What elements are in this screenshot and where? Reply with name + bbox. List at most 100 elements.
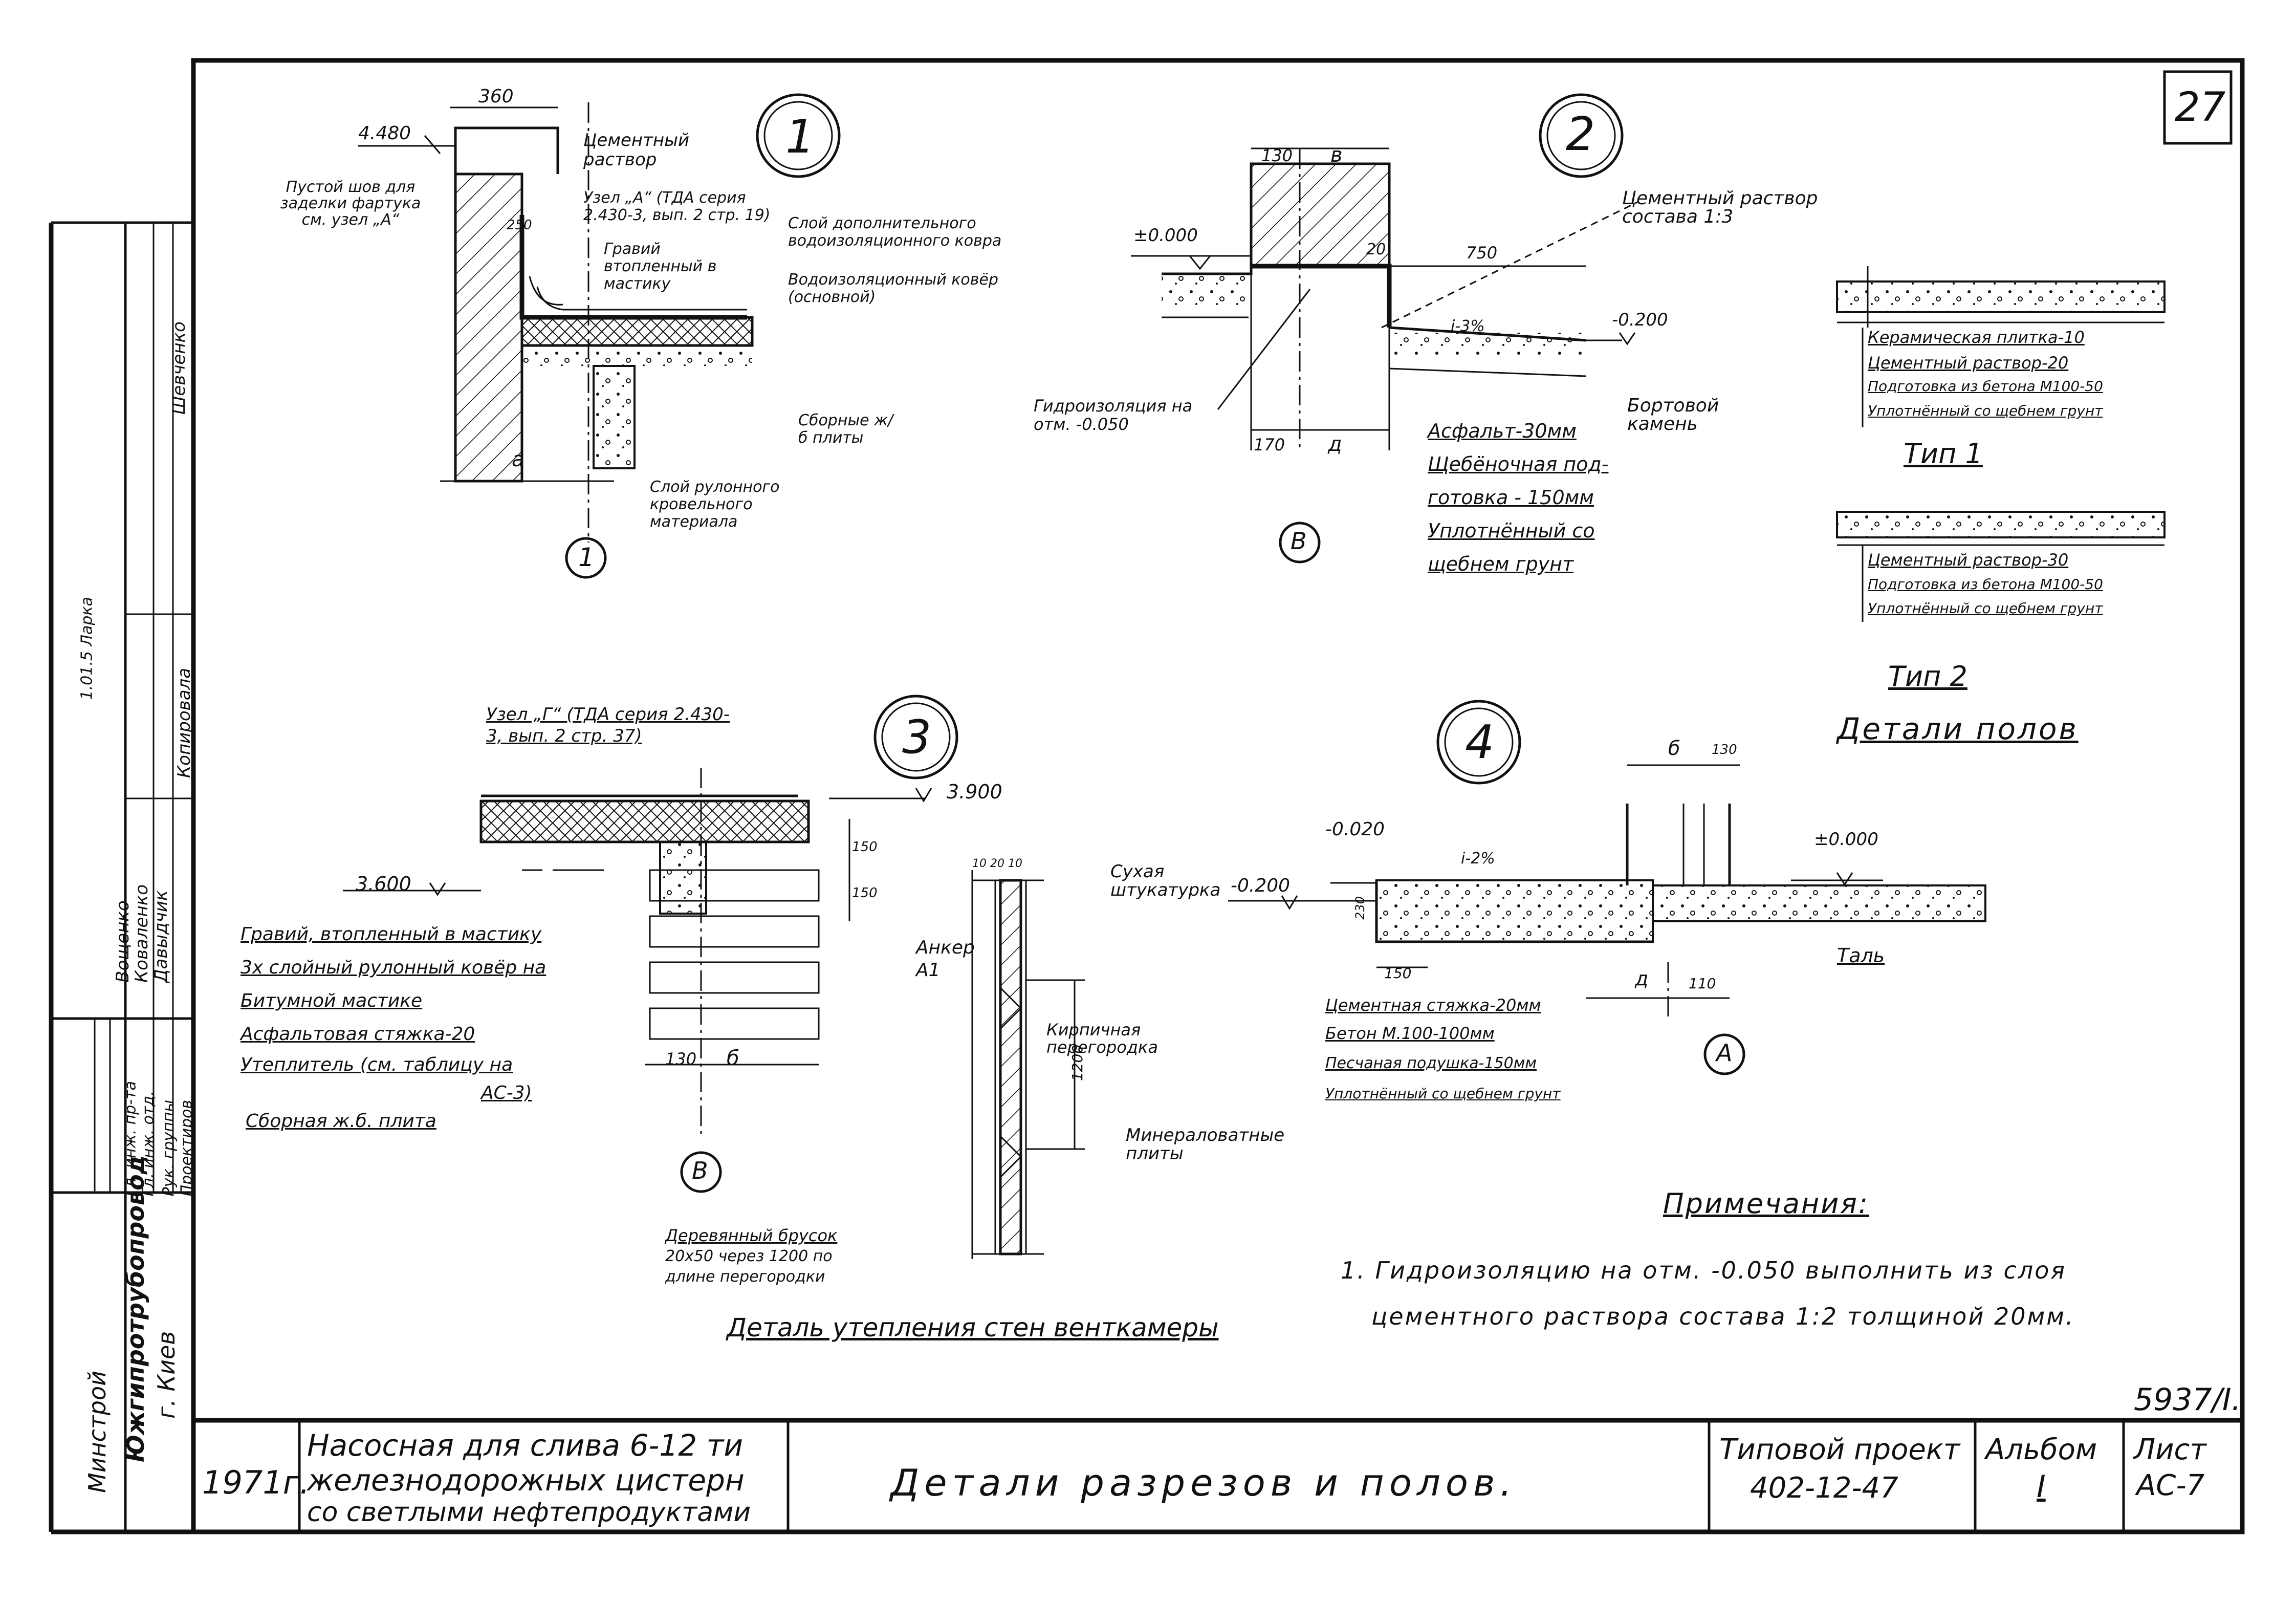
stamp-role-3: Рук. группы bbox=[160, 1099, 178, 1197]
notes-line-2: цементного раствора состава 1:2 толщиной… bbox=[1371, 1303, 2075, 1330]
wall-label-plaster: Сухая штукатурка bbox=[1110, 861, 1221, 900]
detail-3-dim-b: б bbox=[727, 1047, 739, 1070]
floor-type2-label: Тип 2 bbox=[1888, 660, 1967, 692]
detail-3-elev-low: 3.600 bbox=[356, 873, 411, 895]
detail-4-dim-d: д bbox=[1635, 967, 1649, 990]
detail-3-layer-5: Утеплитель (см. таблицу на bbox=[240, 1054, 513, 1075]
wall-label-bar-3: длине перегородки bbox=[665, 1268, 825, 1286]
floor-type1-layer-2: Цементный раствор-20 bbox=[1868, 353, 2069, 373]
detail-2-circle bbox=[1539, 93, 1624, 178]
wall-label-partition: Кирпичная перегородка bbox=[1046, 1020, 1158, 1057]
detail-3-layer-2: 3х слойный рулонный ковёр на bbox=[240, 957, 546, 978]
wall-label-mineral: Минераловатные плиты bbox=[1126, 1125, 1285, 1164]
floor-type1-layer-4: Уплотнённый со щебнем грунт bbox=[1868, 402, 2103, 419]
title-year: 1971г. bbox=[202, 1464, 310, 1501]
detail-1-label-slabs: Сборные ж/б плиты bbox=[798, 412, 893, 447]
side-stamp bbox=[51, 223, 193, 1532]
detail-4-dim-b: б bbox=[1668, 737, 1680, 760]
wall-detail-title: Деталь утепления стен венткамеры bbox=[727, 1313, 1219, 1343]
detail-3-number: 3 bbox=[902, 710, 932, 764]
sheet-frame bbox=[49, 58, 2245, 1534]
detail-2-elev-top: ±0.000 bbox=[1133, 225, 1198, 246]
detail-4-label-tal: Таль bbox=[1837, 944, 1885, 967]
detail-4-dim-230: 230 bbox=[1352, 896, 1367, 920]
detail-1-drawing bbox=[358, 102, 754, 543]
detail-2-layer-1: Асфальт-30мм bbox=[1428, 420, 1577, 442]
album-value: I bbox=[2037, 1469, 2046, 1505]
detail-4-elev-c: ±0.000 bbox=[1814, 829, 1878, 850]
detail-2-number: 2 bbox=[1566, 107, 1595, 161]
detail-3-drawing bbox=[343, 768, 932, 1136]
detail-1-dim-a: а bbox=[512, 448, 524, 471]
detail-3-layer-4: Асфальтовая стяжка-20 bbox=[240, 1024, 475, 1045]
inventory-number: 5937/I. bbox=[2134, 1382, 2241, 1418]
stamp-name-4: Шевченко bbox=[169, 321, 189, 415]
title-object-line-3: со светлыми нефтепродуктами bbox=[307, 1497, 751, 1528]
project-number: 402-12-47 bbox=[1750, 1471, 1898, 1505]
stamp-name-3: Давыдчик bbox=[151, 890, 171, 983]
detail-3-layer-6: АС-3) bbox=[481, 1083, 532, 1103]
detail-4-number: 4 bbox=[1465, 716, 1495, 769]
detail-2-label-curb: Бортовой камень bbox=[1627, 395, 1719, 435]
detail-2-label-hydro: Гидроизоляция на отм. -0.050 bbox=[1034, 396, 1193, 434]
detail-2-slope: i-3% bbox=[1451, 317, 1485, 335]
sheet-title: Детали разрезов и полов. bbox=[890, 1461, 1517, 1504]
detail-4-dim-130: 130 bbox=[1712, 742, 1737, 757]
detail-4-axis: А bbox=[1716, 1039, 1733, 1067]
detail-1-axis: 1 bbox=[578, 543, 595, 572]
detail-1-number: 1 bbox=[785, 110, 815, 164]
detail-2-drawing bbox=[1131, 147, 1638, 450]
detail-3-dim-130: 130 bbox=[665, 1049, 697, 1069]
wall-label-bar-2: 20х50 через 1200 по bbox=[665, 1247, 833, 1265]
detail-2-dim-b: в bbox=[1330, 143, 1343, 167]
notes-line-1: 1. Гидроизоляцию на отм. -0.050 выполнит… bbox=[1341, 1257, 2067, 1284]
floors-title: Детали полов bbox=[1837, 711, 2079, 746]
detail-4-layer-4: Уплотнённый со щебнем грунт bbox=[1325, 1085, 1561, 1102]
album-label: Альбом bbox=[1985, 1433, 2097, 1466]
detail-1-elev: 4.480 bbox=[358, 123, 411, 144]
detail-2-layer-2: Щебёночная под- bbox=[1428, 453, 1609, 475]
detail-3-node: Узел „Г“ (ТДА серия 2.430-3, вып. 2 стр.… bbox=[486, 704, 730, 746]
detail-3-axis: В bbox=[692, 1157, 708, 1184]
detail-3-layer-1: Гравий, втопленный в мастику bbox=[240, 924, 542, 945]
detail-4-layer-3: Песчаная подушка-150мм bbox=[1325, 1054, 1537, 1072]
detail-1-label-extra-carpet: Слой дополнительного водоизоляционного к… bbox=[788, 214, 1002, 250]
detail-1-label-seam: Пустой шов для заделки фартука см. узел … bbox=[280, 178, 421, 229]
detail-1-label-node: Узел „А“ (ТДА серия 2.430-3, вып. 2 стр.… bbox=[583, 189, 771, 224]
floor-type1-label: Тип 1 bbox=[1904, 438, 1983, 470]
stamp-role-2: Гл. инж. отд. bbox=[139, 1091, 158, 1197]
detail-3-layer-3: Битумной мастике bbox=[240, 990, 423, 1011]
stamp-name-2: Коваленко bbox=[132, 884, 152, 983]
detail-2-label-mortar: Цементный раствор состава 1:3 bbox=[1622, 188, 1818, 227]
detail-3-layer-7: Сборная ж.б. плита bbox=[246, 1111, 436, 1132]
floor-type1-layer-3: Подготовка из бетона М100-50 bbox=[1868, 378, 2103, 395]
detail-2-layer-4: Уплотнённый со bbox=[1428, 519, 1595, 542]
side-stamp-org-3: г. Киев bbox=[152, 1331, 180, 1419]
title-block bbox=[193, 1418, 2242, 1532]
detail-1-dim-top: 360 bbox=[478, 86, 514, 107]
detail-4-layer-1: Цементная стяжка-20мм bbox=[1325, 995, 1541, 1015]
side-stamp-org-1: Минстрой bbox=[83, 1371, 111, 1493]
detail-3-elev-top: 3.900 bbox=[947, 781, 1002, 803]
detail-2-layer-3: готовка - 150мм bbox=[1428, 486, 1594, 509]
detail-1-circle bbox=[756, 93, 841, 178]
detail-2-dim-20: 20 bbox=[1366, 241, 1386, 258]
detail-4-elev-b: -0.200 bbox=[1231, 875, 1291, 896]
detail-1-dim-250: 250 bbox=[507, 218, 532, 233]
stamp-extra-1: Копировала bbox=[174, 667, 194, 778]
detail-2-dim-750: 750 bbox=[1466, 243, 1498, 263]
detail-2-layer-5: щебнем грунт bbox=[1428, 553, 1574, 575]
floor-types-drawing bbox=[1836, 266, 2166, 622]
project-label: Типовой проект bbox=[1719, 1433, 1960, 1466]
list-value: АС-7 bbox=[2136, 1469, 2205, 1502]
detail-4-circle bbox=[1436, 700, 1521, 785]
detail-3-circle bbox=[873, 695, 958, 780]
detail-4-drawing bbox=[1228, 764, 1986, 1019]
detail-1-label-mortar: Цементный раствор bbox=[583, 130, 690, 170]
stamp-extra-2: 1.01.5 Ларка bbox=[78, 597, 96, 700]
stamp-name-1: Вощенко bbox=[113, 900, 133, 983]
detail-1-label-gravel: Гравий втопленный в мастику bbox=[604, 240, 717, 293]
detail-1-label-main-carpet: Водоизоляционный ковёр (основной) bbox=[788, 271, 998, 306]
title-object-line-2: железнодорожных цистерн bbox=[307, 1463, 745, 1498]
